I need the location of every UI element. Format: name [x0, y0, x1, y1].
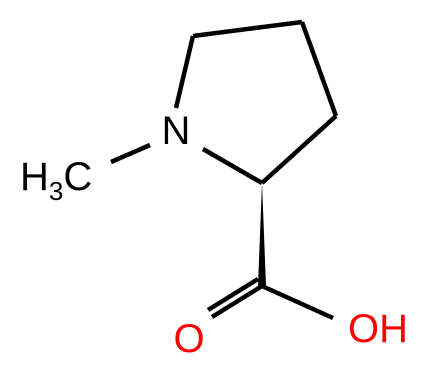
hydroxyl-label: OH: [348, 307, 408, 351]
hydroxyl-bond: [261, 283, 334, 321]
carbonyl-double-bond: [206, 277, 264, 319]
n-methyl-bond: [110, 142, 151, 165]
carbonyl-oxygen-label: O: [173, 317, 204, 361]
ring-bond-c3-c2: [260, 114, 338, 185]
ring-bond-n-c5: [173, 35, 196, 109]
methyl-h: H: [20, 155, 49, 199]
methyl-group-label: H3C: [20, 155, 92, 206]
stereo-wedge-bond: [258, 183, 266, 286]
nitrogen-atom-label: N: [162, 109, 191, 153]
carbonyl-bond-line-1: [210, 284, 264, 319]
pyrrolidine-ring-bonds: [173, 19, 339, 185]
ring-bond-c4-c3: [299, 21, 339, 117]
ring-bond-c2-n: [201, 147, 264, 185]
carbonyl-bond-line-2: [206, 277, 260, 312]
methyl-c: C: [63, 155, 92, 199]
ring-bond-c5-c4: [192, 19, 303, 39]
methyl-subscript: 3: [49, 176, 63, 206]
